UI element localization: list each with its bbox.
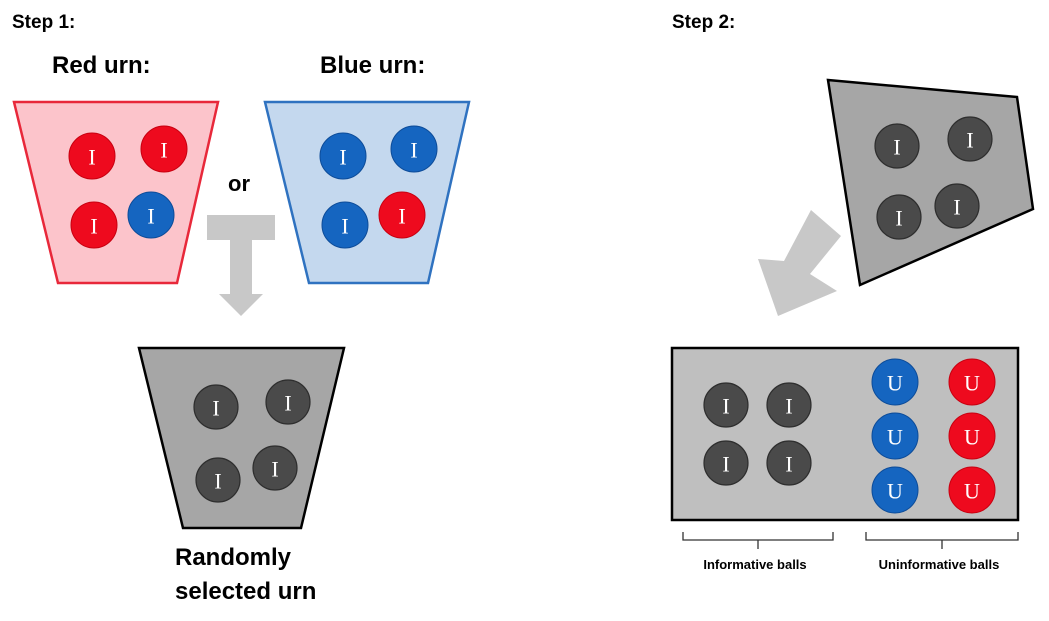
ball: I [140, 125, 188, 173]
informative-label: Informative balls [703, 557, 806, 572]
blue-urn-label: Blue urn: [320, 52, 425, 79]
red-urn: I I I I [12, 100, 220, 285]
ball-label: I [785, 452, 792, 477]
ball: I [319, 132, 367, 180]
uninformative-ball-blue: U [871, 358, 919, 406]
informative-brace [682, 532, 834, 549]
uninformative-ball-red: U [948, 412, 996, 460]
ball-label: U [887, 371, 903, 396]
informative-ball: I [766, 382, 812, 428]
ball: I [390, 125, 438, 173]
down-arrow-icon [207, 215, 275, 316]
ball-label: I [722, 394, 729, 419]
ball: I [195, 457, 241, 503]
ball-label: I [212, 396, 219, 421]
ball-label: I [785, 394, 792, 419]
uninformative-ball-red: U [948, 466, 996, 514]
informative-ball: I [703, 382, 749, 428]
ball-label: I [722, 452, 729, 477]
step2-title: Step 2: [672, 12, 735, 33]
informative-ball: I [766, 440, 812, 486]
ball: I [947, 116, 993, 162]
ball-label: I [284, 391, 291, 416]
blue-urn-body [263, 100, 471, 285]
selected-urn-label-line1: Randomly [175, 544, 292, 571]
uninformative-brace [865, 532, 1019, 549]
or-label: or [228, 171, 250, 196]
ball: I [193, 384, 239, 430]
red-urn-label: Red urn: [52, 52, 151, 79]
blue-urn: I I I I [263, 100, 471, 285]
ball: I [127, 191, 175, 239]
ball: I [252, 445, 298, 491]
ball-label: U [964, 479, 980, 504]
ball: I [265, 379, 311, 425]
ball-label: I [214, 469, 221, 494]
step1-title: Step 1: [12, 12, 75, 33]
uninformative-ball-blue: U [871, 412, 919, 460]
ball-label: I [160, 138, 167, 163]
ball-label: I [953, 195, 960, 220]
ball: I [321, 201, 369, 249]
ball-label: I [271, 457, 278, 482]
ball-label: U [887, 425, 903, 450]
ball-label: U [887, 479, 903, 504]
tilted-urn: I I I I [826, 78, 1035, 287]
tilted-urn-body [826, 78, 1035, 287]
uninformative-label: Uninformative balls [879, 557, 1000, 572]
ball-label: I [398, 204, 405, 229]
ball-label: I [88, 145, 95, 170]
selected-urn-label-line2: selected urn [175, 578, 316, 605]
ball-label: I [966, 128, 973, 153]
ball-label: I [90, 214, 97, 239]
ball-label: I [895, 206, 902, 231]
uninformative-ball-blue: U [871, 466, 919, 514]
selected-urn-body [137, 346, 346, 530]
red-urn-body [12, 100, 220, 285]
ball-label: I [893, 135, 900, 160]
informative-ball: I [703, 440, 749, 486]
diagonal-arrow-icon [758, 210, 841, 316]
ball-label: U [964, 425, 980, 450]
ball: I [68, 132, 116, 180]
uninformative-ball-red: U [948, 358, 996, 406]
ball-label: I [339, 145, 346, 170]
ball-label: U [964, 371, 980, 396]
ball: I [378, 191, 426, 239]
ball: I [874, 123, 920, 169]
ball: I [876, 194, 922, 240]
ball-label: I [410, 138, 417, 163]
ball-label: I [341, 214, 348, 239]
ball: I [934, 183, 980, 229]
ball-box: I I I I U U U U U U [670, 346, 1020, 522]
ball-label: I [147, 204, 154, 229]
selected-urn: I I I I [137, 346, 346, 530]
ball: I [70, 201, 118, 249]
